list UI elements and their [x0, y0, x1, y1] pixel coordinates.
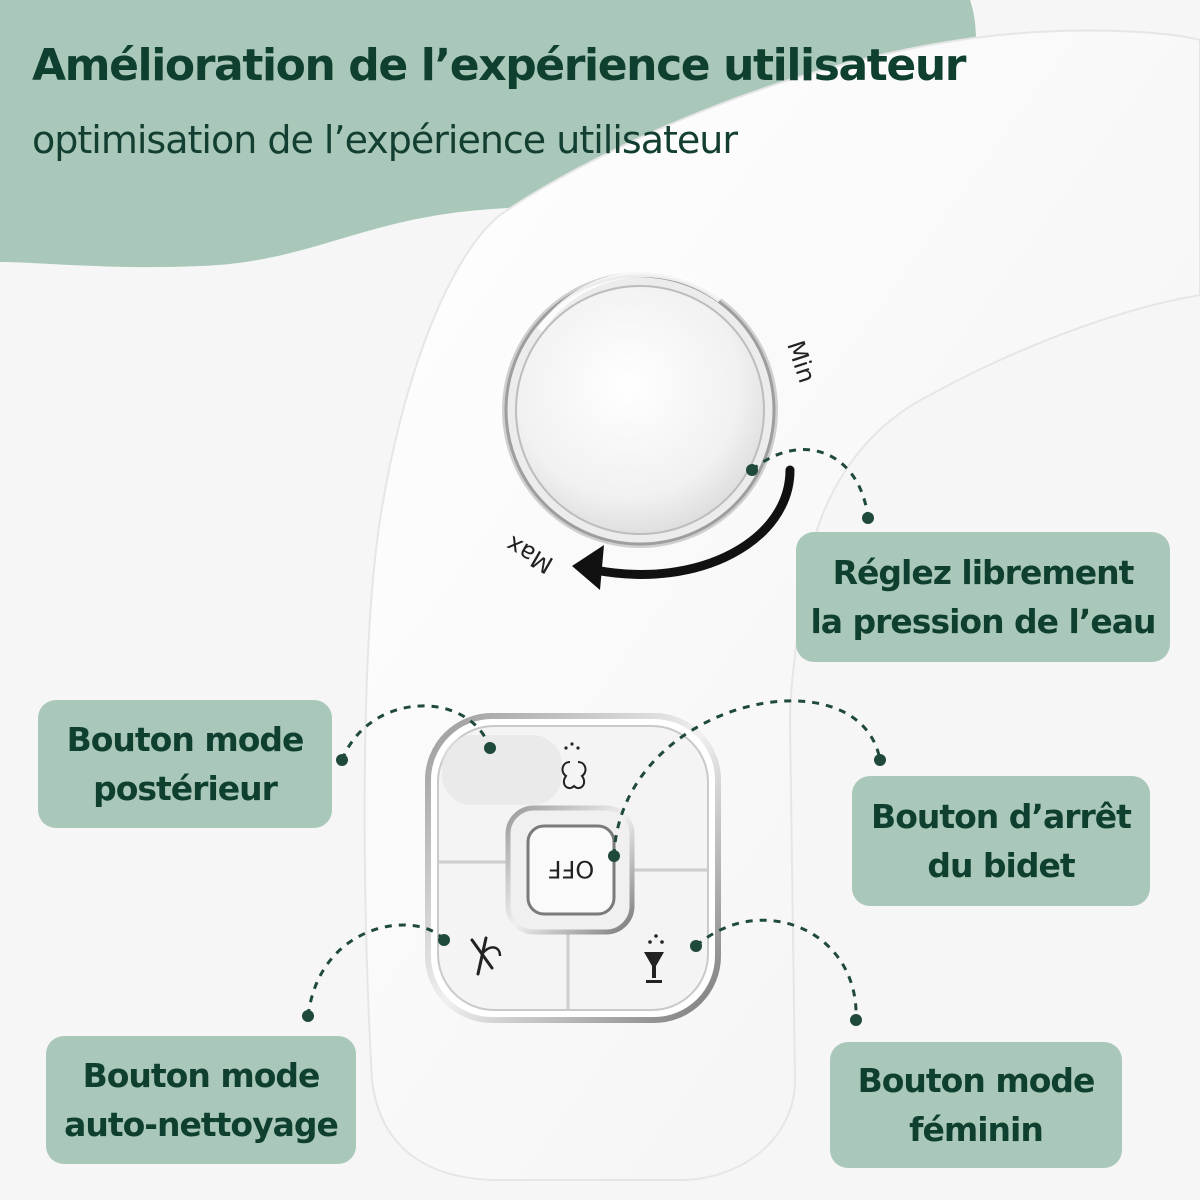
callout-feminine: Bouton mode féminin	[830, 1042, 1122, 1168]
off-label: OFF	[548, 855, 595, 883]
callout-self-clean-line2: auto-nettoyage	[64, 1105, 339, 1144]
callout-pressure-line1: Réglez librement	[832, 552, 1135, 592]
callout-rear-line1: Bouton mode	[66, 719, 305, 759]
callout-feminine-line1: Bouton mode	[857, 1060, 1096, 1100]
feminine-wash-icon	[644, 934, 664, 983]
leader-rear	[340, 704, 492, 761]
callout-stop-line2: du bidet	[927, 846, 1075, 885]
feminine-mode-button[interactable]	[644, 934, 664, 983]
callout-rear-mode: Bouton mode postérieur	[38, 700, 332, 828]
callout-pressure: Réglez librement la pression de l’eau	[796, 532, 1170, 662]
callout-pressure-line2: la pression de l’eau	[810, 602, 1156, 641]
rear-mode-button[interactable]	[561, 742, 587, 790]
leader-feminine	[695, 918, 858, 1021]
leader-stop	[612, 699, 882, 857]
pressure-knob[interactable]	[502, 271, 778, 548]
callout-stop-line1: Bouton d’arrêt	[871, 796, 1132, 836]
rear-wash-icon	[561, 761, 587, 790]
nozzle-clean-icon	[470, 936, 502, 976]
callout-stop: Bouton d’arrêt du bidet	[852, 776, 1150, 906]
page-subtitle: optimisation de l’expérience utilisateur	[32, 118, 738, 162]
callout-rear-line2: postérieur	[93, 769, 278, 808]
self-clean-button[interactable]	[470, 936, 502, 976]
leader-self-clean	[306, 923, 446, 1017]
leader-dots	[302, 464, 886, 1026]
callout-self-clean: Bouton mode auto-nettoyage	[46, 1036, 356, 1164]
page-title: Amélioration de l’expérience utilisateur	[32, 40, 967, 91]
callout-self-clean-line1: Bouton mode	[82, 1055, 321, 1095]
off-button[interactable]: OFF	[505, 805, 635, 935]
leader-lines	[306, 448, 882, 1021]
callout-feminine-line2: féminin	[909, 1110, 1044, 1149]
header-background-shape	[0, 0, 976, 268]
rotation-arrow-icon	[590, 465, 795, 579]
